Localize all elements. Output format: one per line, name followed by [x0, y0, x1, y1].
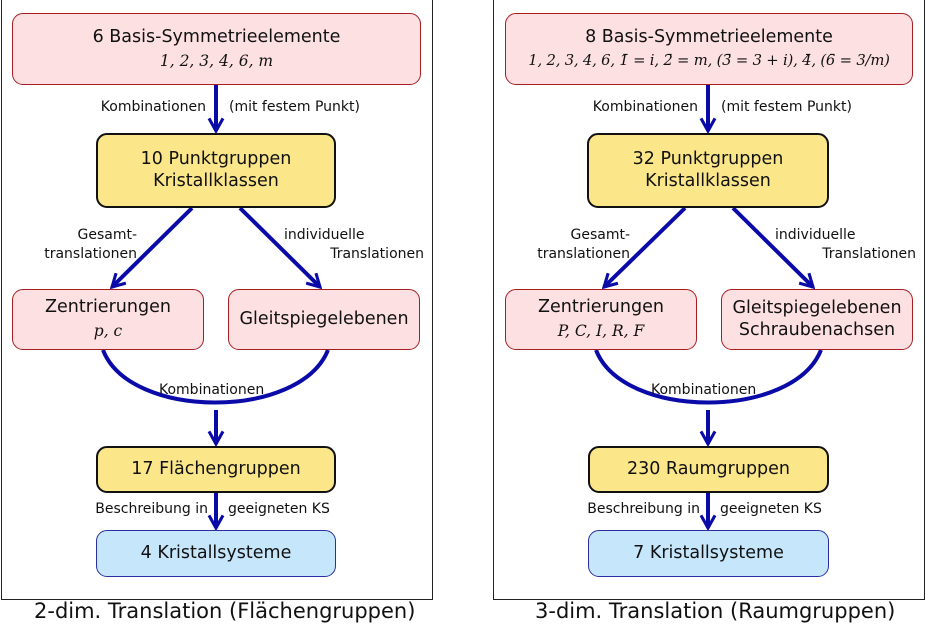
panel-2d-frame: [1, 0, 433, 600]
edge-label-total-translations: Gesamt- translationen: [498, 226, 630, 264]
basis-elements-math: 1, 2, 3, 4, 6, 1̄ = i, 2̄ = m, (3̄ = 3 +…: [528, 52, 890, 70]
basis-elements-box-2d: 6 Basis-Symmetrieelemente 1, 2, 3, 4, 6,…: [12, 13, 421, 85]
centerings-math: p, c: [93, 322, 123, 341]
edge-label-description-in: Beschreibung in: [587, 501, 700, 517]
edge-label-combinations-bottom: Kombinationen: [159, 382, 265, 398]
plane-groups-title: 17 Flächengruppen: [131, 458, 301, 479]
centerings-box-2d: Zentrierungen p, c: [12, 289, 204, 350]
edge-label-combinations: Kombinationen: [592, 99, 698, 115]
centerings-title: Zentrierungen: [45, 297, 171, 318]
edge-label-fixed-point: (mit festem Punkt): [721, 99, 852, 115]
glide-planes-title: Gleitspiegelebenen: [239, 308, 409, 329]
edge-label-combinations-bottom: Kombinationen: [651, 382, 757, 398]
edge-label-description-in: Beschreibung in: [95, 501, 208, 517]
point-groups-box-2d: 10 Punktgruppen Kristallklassen: [96, 133, 336, 208]
screw-axes-title: Schraubenachsen: [738, 319, 896, 340]
basis-elements-box-3d: 8 Basis-Symmetrieelemente 1, 2, 3, 4, 6,…: [505, 13, 913, 85]
crystal-systems-title: 4 Kristallsysteme: [140, 542, 292, 563]
basis-elements-title: 6 Basis-Symmetrieelemente: [92, 26, 341, 47]
caption-3d: 3-dim. Translation (Raumgruppen): [535, 599, 896, 623]
edge-label-individual-translations: individuelle Translationen: [775, 226, 916, 264]
space-groups-title: 230 Raumgruppen: [626, 458, 791, 479]
edge-label-total-line1: Gesamt-: [570, 227, 630, 243]
point-groups-title: 10 Punktgruppen: [140, 148, 292, 169]
edge-label-individual-translations: individuelle Translationen: [284, 226, 424, 264]
glide-planes-box-2d: Gleitspiegelebenen: [228, 289, 420, 350]
crystal-systems-box-3d: 7 Kristallsysteme: [588, 530, 829, 577]
edge-label-suitable-cs: geeigneten KS: [720, 501, 822, 517]
crystal-classes-title: Kristallklassen: [645, 170, 771, 191]
edge-label-individual-line1: individuelle: [284, 227, 365, 243]
edge-label-combinations: Kombinationen: [100, 99, 206, 115]
edge-label-individual-line2: Translationen: [822, 245, 916, 262]
edge-label-total-line1: Gesamt-: [77, 227, 137, 243]
edge-label-individual-line1: individuelle: [775, 227, 856, 243]
basis-elements-title: 8 Basis-Symmetrieelemente: [585, 27, 833, 48]
crystal-classes-title: Kristallklassen: [153, 170, 279, 191]
crystal-systems-title: 7 Kristallsysteme: [633, 542, 784, 563]
centerings-math: P, C, I, R, F: [557, 322, 645, 341]
centerings-title: Zentrierungen: [538, 297, 664, 318]
edge-label-individual-line2: Translationen: [330, 245, 424, 262]
edge-label-total-translations: Gesamt- translationen: [6, 226, 137, 264]
basis-elements-math: 1, 2, 3, 4, 6, m: [159, 51, 274, 70]
glide-planes-title: Gleitspiegelebenen: [732, 297, 902, 318]
point-groups-title: 32 Punktgruppen: [632, 148, 784, 169]
edge-label-suitable-cs: geeigneten KS: [228, 501, 330, 517]
caption-2d: 2-dim. Translation (Flächengruppen): [34, 599, 416, 623]
edge-label-fixed-point: (mit festem Punkt): [229, 99, 360, 115]
panel-3d-frame: [493, 0, 925, 600]
plane-groups-box: 17 Flächengruppen: [96, 446, 336, 493]
space-groups-box: 230 Raumgruppen: [588, 446, 829, 493]
crystal-systems-box-2d: 4 Kristallsysteme: [96, 530, 336, 577]
edge-label-total-line2: translationen: [44, 245, 137, 262]
centerings-box-3d: Zentrierungen P, C, I, R, F: [505, 289, 697, 350]
glide-planes-screw-axes-box: Gleitspiegelebenen Schraubenachsen: [721, 289, 913, 350]
point-groups-box-3d: 32 Punktgruppen Kristallklassen: [587, 133, 829, 208]
edge-label-total-line2: translationen: [537, 245, 630, 262]
